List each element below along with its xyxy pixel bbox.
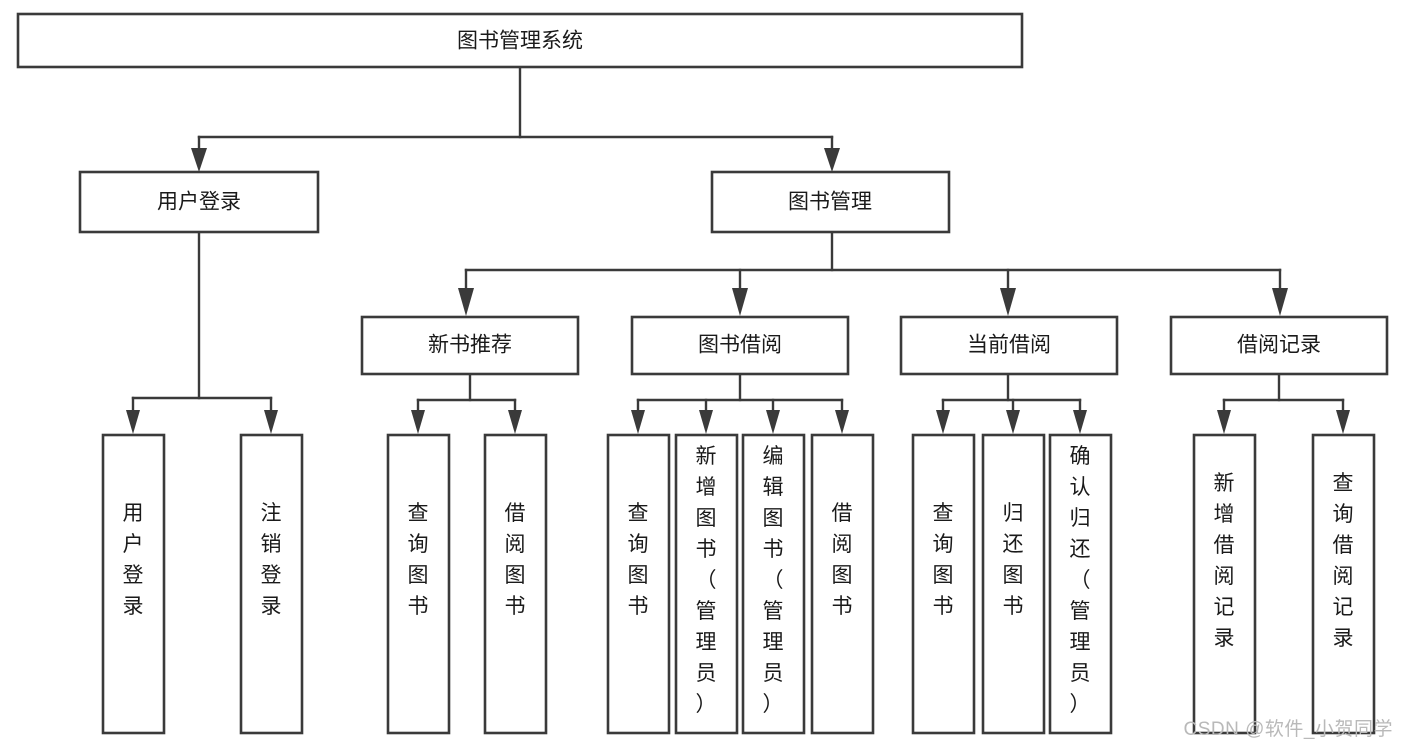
node-borrow-record-box[interactable] xyxy=(1169,315,1389,376)
arrowhead-leaf-return-book xyxy=(1006,410,1020,434)
node-leaf-query-book-current[interactable]: 查询图书 xyxy=(911,433,976,735)
node-leaf-query-borrow-record-label: 查询借阅记录 xyxy=(1333,472,1354,650)
node-leaf-user-login[interactable]: 用户登录 xyxy=(101,433,166,735)
arrowhead-borrow-record xyxy=(1272,288,1288,316)
csdn-watermark: CSDN @软件_小贺同学 xyxy=(1183,719,1393,740)
node-leaf-query-book-recommend-box[interactable] xyxy=(386,433,451,735)
node-leaf-user-login-label: 用户登录 xyxy=(123,502,144,618)
node-leaf-query-book-current-box[interactable] xyxy=(911,433,976,735)
node-leaf-user-login-box[interactable] xyxy=(101,433,166,735)
node-current-borrow-label: 当前借阅 xyxy=(967,334,1051,357)
node-book-manage-box[interactable] xyxy=(710,170,951,234)
node-leaf-edit-book-admin-label: 编辑图书（管理员） xyxy=(763,445,784,716)
node-borrow-record[interactable]: 借阅记录 xyxy=(1169,315,1389,376)
arrowhead-leaf-borrow-book-recommend xyxy=(508,410,522,434)
node-leaf-borrow-book-recommend[interactable]: 借阅图书 xyxy=(483,433,548,735)
node-leaf-add-book-admin-label: 新增图书（管理员） xyxy=(696,445,717,716)
node-book-borrow-box[interactable] xyxy=(630,315,850,376)
node-leaf-logout-login[interactable]: 注销登录 xyxy=(239,433,304,735)
node-leaf-query-book-borrow-label: 查询图书 xyxy=(628,502,649,618)
node-leaf-add-book-admin-box[interactable] xyxy=(674,433,739,735)
node-current-borrow-box[interactable] xyxy=(899,315,1119,376)
node-leaf-borrow-book[interactable]: 借阅图书 xyxy=(810,433,875,735)
node-leaf-return-book[interactable]: 归还图书 xyxy=(981,433,1046,735)
node-leaf-borrow-book-label: 借阅图书 xyxy=(832,502,853,618)
node-leaf-edit-book-admin[interactable]: 编辑图书（管理员） xyxy=(741,433,806,735)
node-book-borrow[interactable]: 图书借阅 xyxy=(630,315,850,376)
arrowhead-leaf-confirm-return-admin xyxy=(1073,410,1087,434)
node-new-book-recommend-box[interactable] xyxy=(360,315,580,376)
node-leaf-add-book-admin[interactable]: 新增图书（管理员） xyxy=(674,433,739,735)
arrowhead-new-book-recommend xyxy=(458,288,474,316)
node-leaf-return-book-label: 归还图书 xyxy=(1003,502,1024,618)
arrowhead-leaf-query-book-recommend xyxy=(411,410,425,434)
node-leaf-borrow-book-box[interactable] xyxy=(810,433,875,735)
node-book-borrow-label: 图书借阅 xyxy=(698,334,782,357)
node-new-book-recommend[interactable]: 新书推荐 xyxy=(360,315,580,376)
node-user-login[interactable]: 用户登录 xyxy=(78,170,320,234)
arrowhead-leaf-add-borrow-record xyxy=(1217,410,1231,434)
node-root-box[interactable] xyxy=(16,12,1024,69)
arrowhead-leaf-user-login xyxy=(126,410,140,434)
arrowhead-book-manage xyxy=(824,148,840,172)
node-book-manage[interactable]: 图书管理 xyxy=(710,170,951,234)
node-user-login-label: 用户登录 xyxy=(157,191,241,214)
node-leaf-logout-login-label: 注销登录 xyxy=(261,502,282,618)
node-leaf-borrow-book-recommend-box[interactable] xyxy=(483,433,548,735)
arrowhead-leaf-query-book-borrow xyxy=(631,410,645,434)
node-leaf-confirm-return-admin-label: 确认归还（管理员） xyxy=(1070,445,1091,716)
node-leaf-query-book-borrow[interactable]: 查询图书 xyxy=(606,433,671,735)
arrowhead-leaf-query-book-current xyxy=(936,410,950,434)
node-leaf-edit-book-admin-box[interactable] xyxy=(741,433,806,735)
node-leaf-add-borrow-record-box[interactable] xyxy=(1192,433,1257,735)
node-leaf-query-borrow-record-box[interactable] xyxy=(1311,433,1376,735)
arrowhead-user-login xyxy=(191,148,207,172)
arrowhead-current-borrow xyxy=(1000,288,1016,316)
arrowhead-leaf-add-book-admin xyxy=(699,410,713,434)
node-borrow-record-label: 借阅记录 xyxy=(1237,334,1321,357)
node-leaf-confirm-return-admin-box[interactable] xyxy=(1048,433,1113,735)
node-book-manage-label: 图书管理 xyxy=(788,191,872,214)
arrowhead-leaf-logout-login xyxy=(264,410,278,434)
node-leaf-query-borrow-record[interactable]: 查询借阅记录 xyxy=(1311,433,1376,735)
arrowhead-leaf-edit-book-admin xyxy=(766,410,780,434)
node-leaf-add-borrow-record[interactable]: 新增借阅记录 xyxy=(1192,433,1257,735)
node-leaf-return-book-box[interactable] xyxy=(981,433,1046,735)
node-root[interactable]: 图书管理系统 xyxy=(16,12,1024,69)
node-leaf-query-book-recommend-label: 查询图书 xyxy=(408,502,429,618)
node-leaf-query-book-recommend[interactable]: 查询图书 xyxy=(386,433,451,735)
node-leaf-add-borrow-record-label: 新增借阅记录 xyxy=(1214,472,1235,650)
node-leaf-confirm-return-admin[interactable]: 确认归还（管理员） xyxy=(1048,433,1113,735)
arrowhead-book-borrow xyxy=(732,288,748,316)
node-leaf-query-book-current-label: 查询图书 xyxy=(933,502,954,618)
node-leaf-query-book-borrow-box[interactable] xyxy=(606,433,671,735)
node-leaf-borrow-book-recommend-label: 借阅图书 xyxy=(505,502,526,618)
node-leaf-logout-login-box[interactable] xyxy=(239,433,304,735)
node-user-login-box[interactable] xyxy=(78,170,320,234)
arrowhead-leaf-borrow-book xyxy=(835,410,849,434)
node-root-label: 图书管理系统 xyxy=(457,30,583,53)
node-new-book-recommend-label: 新书推荐 xyxy=(428,334,512,357)
arrowhead-leaf-query-borrow-record xyxy=(1336,410,1350,434)
connector-layer xyxy=(126,65,1350,434)
node-current-borrow[interactable]: 当前借阅 xyxy=(899,315,1119,376)
